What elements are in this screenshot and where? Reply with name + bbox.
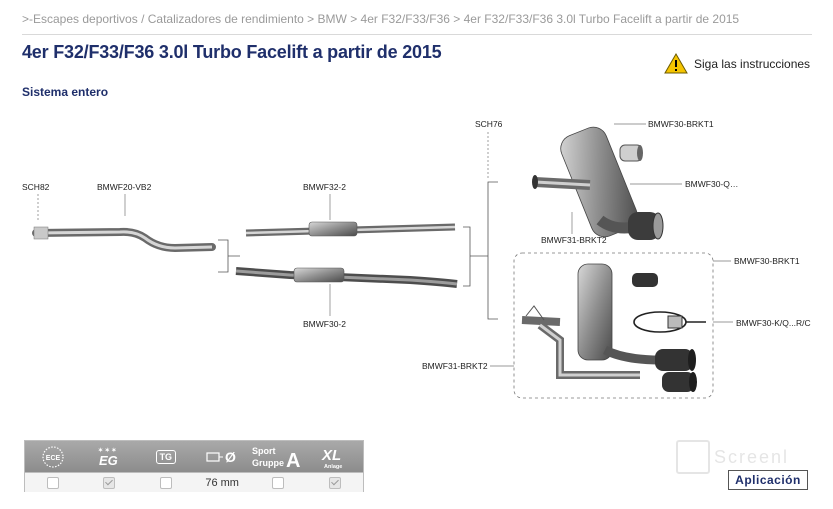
eg-checkbox	[103, 476, 116, 489]
rear-muffler-part[interactable]	[532, 123, 664, 241]
tg-icon: TG	[138, 441, 194, 472]
application-button[interactable]: Aplicación	[728, 470, 808, 490]
mid-pipe-upper-part[interactable]	[245, 221, 456, 237]
mid-pipe-lower-part[interactable]	[235, 267, 458, 288]
warning-icon	[664, 53, 688, 74]
breadcrumb: >-Escapes deportivos / Catalizadores de …	[22, 12, 740, 26]
page-title: 4er F32/F33/F36 3.0l Turbo Facelift a pa…	[22, 42, 442, 62]
part-label-bmwf31-brkt2-a: BMWF31-BRKT2	[541, 235, 607, 245]
svg-text:ECE: ECE	[46, 455, 61, 462]
svg-text:Sport: Sport	[252, 446, 276, 456]
part-label-sch76: SCH76	[475, 119, 503, 129]
rear-muffler-valve-part[interactable]	[521, 263, 706, 392]
part-label-bmwf30-2: BMWF30-2	[303, 319, 346, 329]
breadcrumb-item[interactable]: 4er F32/F33/F36 3.0l Turbo Facelift a pa…	[463, 12, 740, 26]
svg-text:XL: XL	[321, 447, 341, 464]
watermark-logo-icon	[676, 440, 710, 474]
part-label-bmwf30-brkt1-a: BMWF30-BRKT1	[648, 119, 714, 129]
diameter-icon: Ø	[194, 441, 250, 472]
downpipe-part[interactable]	[32, 226, 216, 253]
watermark: Screenl	[676, 440, 789, 474]
svg-text:A: A	[286, 450, 300, 470]
svg-text:✶ ✶ ✶: ✶ ✶ ✶	[98, 447, 116, 454]
divider	[22, 34, 812, 35]
svg-text:Gruppe: Gruppe	[252, 458, 284, 468]
warning-text: Siga las instrucciones	[694, 56, 811, 71]
exhaust-system-diagram: SCH82 BMWF20-VB2 BMWF32-2 BMWF30-2 SCH76…	[22, 119, 811, 399]
ece-icon: ECE	[25, 441, 81, 472]
part-label-bmwf31-brkt2-b: BMWF31-BRKT2	[422, 361, 488, 371]
eg-icon: ✶ ✶ ✶EG	[81, 441, 137, 472]
diameter-value: 76 mm	[205, 476, 239, 489]
breadcrumb-item[interactable]: >-Escapes deportivos	[22, 12, 138, 26]
svg-text:EG: EG	[99, 453, 118, 468]
xl-checkbox	[328, 476, 341, 489]
tg-checkbox	[159, 476, 172, 489]
breadcrumb-item[interactable]: BMW	[317, 12, 347, 26]
svg-text:Anlage: Anlage	[324, 464, 342, 470]
part-label-sch82: SCH82	[22, 182, 50, 192]
instructions-notice[interactable]: Siga las instrucciones	[664, 53, 810, 74]
part-label-bmwf30-brkt1-b: BMWF30-BRKT1	[734, 256, 800, 266]
section-title: Sistema entero	[22, 85, 109, 99]
features-value-row: 76 mm	[25, 472, 363, 492]
breadcrumb-item[interactable]: 4er F32/F33/F36	[360, 12, 450, 26]
part-label-bmwf30-kq: BMWF30-K/Q...R/C	[736, 318, 811, 328]
part-label-bmwf32-2: BMWF32-2	[303, 182, 346, 192]
sport-checkbox	[272, 476, 285, 489]
svg-text:Ø: Ø	[225, 449, 236, 465]
part-label-bmwf20-vb2: BMWF20-VB2	[97, 182, 152, 192]
ece-checkbox	[47, 476, 60, 489]
part-label-bmwf30-q: BMWF30-Q…	[685, 179, 738, 189]
breadcrumb-item[interactable]: Catalizadores de rendimiento	[147, 12, 304, 26]
